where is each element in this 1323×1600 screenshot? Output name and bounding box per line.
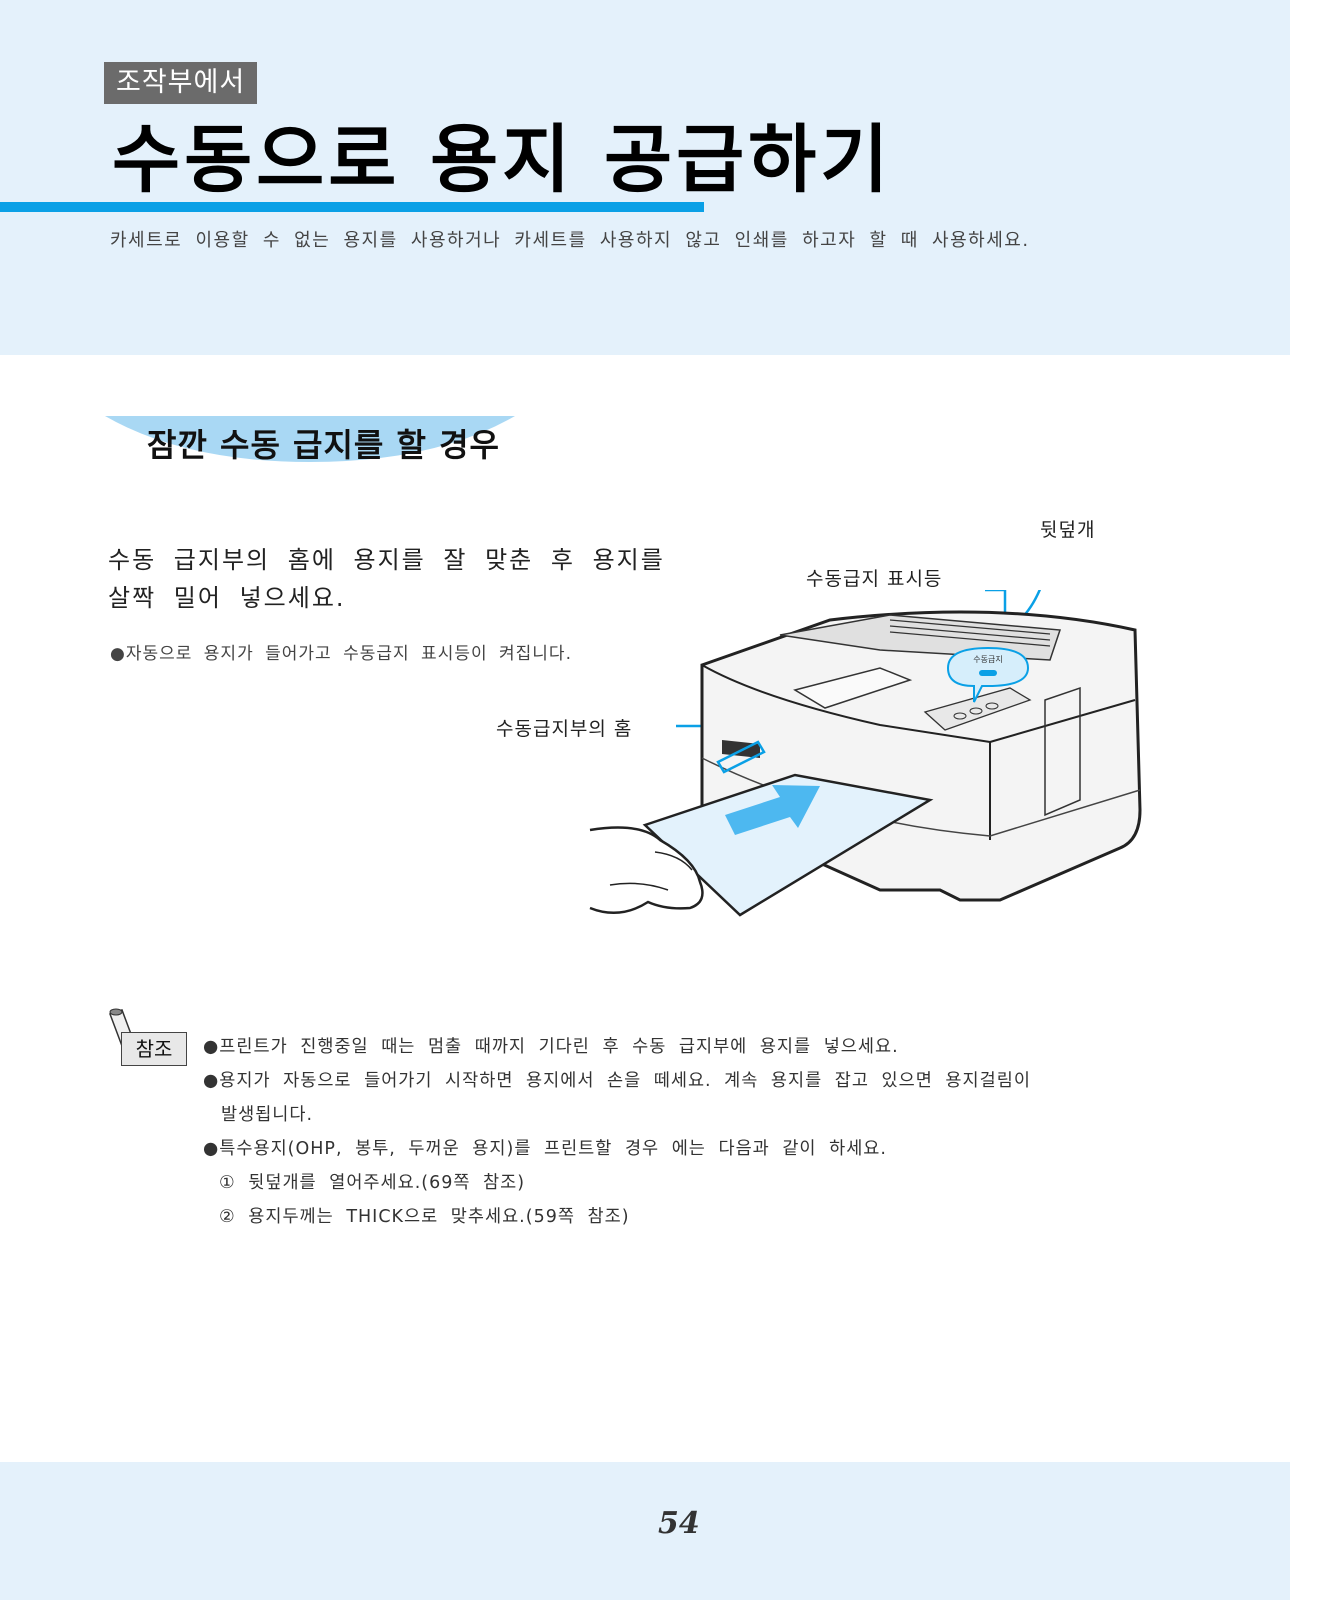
banner-shape bbox=[105, 416, 515, 462]
note-label: 참조 bbox=[121, 1032, 187, 1066]
instruction-text: 수동 급지부의 홈에 용지를 잘 맞춘 후 용지를 살짝 밀어 넣으세요. bbox=[108, 541, 708, 617]
panel-button bbox=[985, 702, 999, 710]
insert-arrow bbox=[725, 785, 820, 835]
callout-indicator: 수동급지 표시등 bbox=[806, 568, 943, 590]
note-list: ●프린트가 진행중일 때는 멈출 때까지 기다린 후 수동 급지부에 용지를 넣… bbox=[203, 1030, 1123, 1234]
printer-top-edge bbox=[989, 699, 1136, 743]
note-line: ●프린트가 진행중일 때는 멈출 때까지 기다린 후 수동 급지부에 용지를 넣… bbox=[203, 1037, 899, 1057]
instruction-line-2: 살짝 밀어 넣으세요. bbox=[108, 584, 346, 612]
header-band bbox=[0, 0, 1290, 355]
printer-front-edge bbox=[701, 664, 991, 840]
control-panel bbox=[923, 687, 1032, 731]
instruction-line-1: 수동 급지부의 홈에 용지를 잘 맞춘 후 용지를 bbox=[108, 546, 665, 574]
note-step: ② 용지두께는 THICK으로 맞추세요.(59쪽 참조) bbox=[219, 1207, 630, 1227]
printer-illustration: 수동급지 bbox=[589, 590, 1142, 917]
page-subtitle: 카세트로 이용할 수 없는 용지를 사용하거나 카세트를 사용하지 않고 인쇄를… bbox=[110, 230, 1030, 251]
callout-slot: 수동급지부의 홈 bbox=[496, 718, 633, 740]
callout-rear-cover: 뒷덮개 bbox=[1040, 519, 1096, 541]
indicator-led bbox=[979, 670, 997, 676]
sub-heading: 잠깐 수동 급지를 할 경우 bbox=[147, 426, 500, 464]
hand bbox=[589, 826, 704, 915]
title-underline bbox=[0, 202, 704, 212]
hand-finger-line bbox=[654, 851, 693, 871]
indicator-bubble-label: 수동급지 bbox=[973, 655, 1002, 664]
paper-sheet bbox=[642, 773, 934, 917]
panel-button bbox=[953, 712, 967, 720]
note-step: ① 뒷덮개를 열어주세요.(69쪽 참조) bbox=[219, 1173, 526, 1193]
slot-highlight bbox=[716, 740, 766, 774]
hand-finger-line bbox=[609, 882, 669, 891]
note-line: ●특수용지(OHP, 봉투, 두꺼운 용지)를 프린트할 경우 에는 다음과 같… bbox=[203, 1139, 887, 1159]
section-tag: 조작부에서 bbox=[104, 62, 258, 104]
sub-heading-banner: 잠깐 수동 급지를 할 경우 bbox=[105, 416, 515, 466]
note-line: ●용지가 자동으로 들어가기 시작하면 용지에서 손을 떼세요. 계속 용지를 … bbox=[203, 1071, 1031, 1091]
rear-cover-vents bbox=[889, 619, 1051, 647]
side-vent-panel bbox=[1044, 686, 1081, 817]
tray-extension bbox=[793, 667, 913, 709]
note-line: 발생됩니다. bbox=[221, 1105, 314, 1125]
footer-band bbox=[0, 1462, 1290, 1600]
page-number: 54 bbox=[658, 1506, 700, 1541]
page-title: 수동으로 용지 공급하기 bbox=[112, 117, 893, 203]
panel-button bbox=[969, 707, 983, 715]
bullet-note: ●자동으로 용지가 들어가고 수동급지 표시등이 켜집니다. bbox=[110, 644, 572, 664]
